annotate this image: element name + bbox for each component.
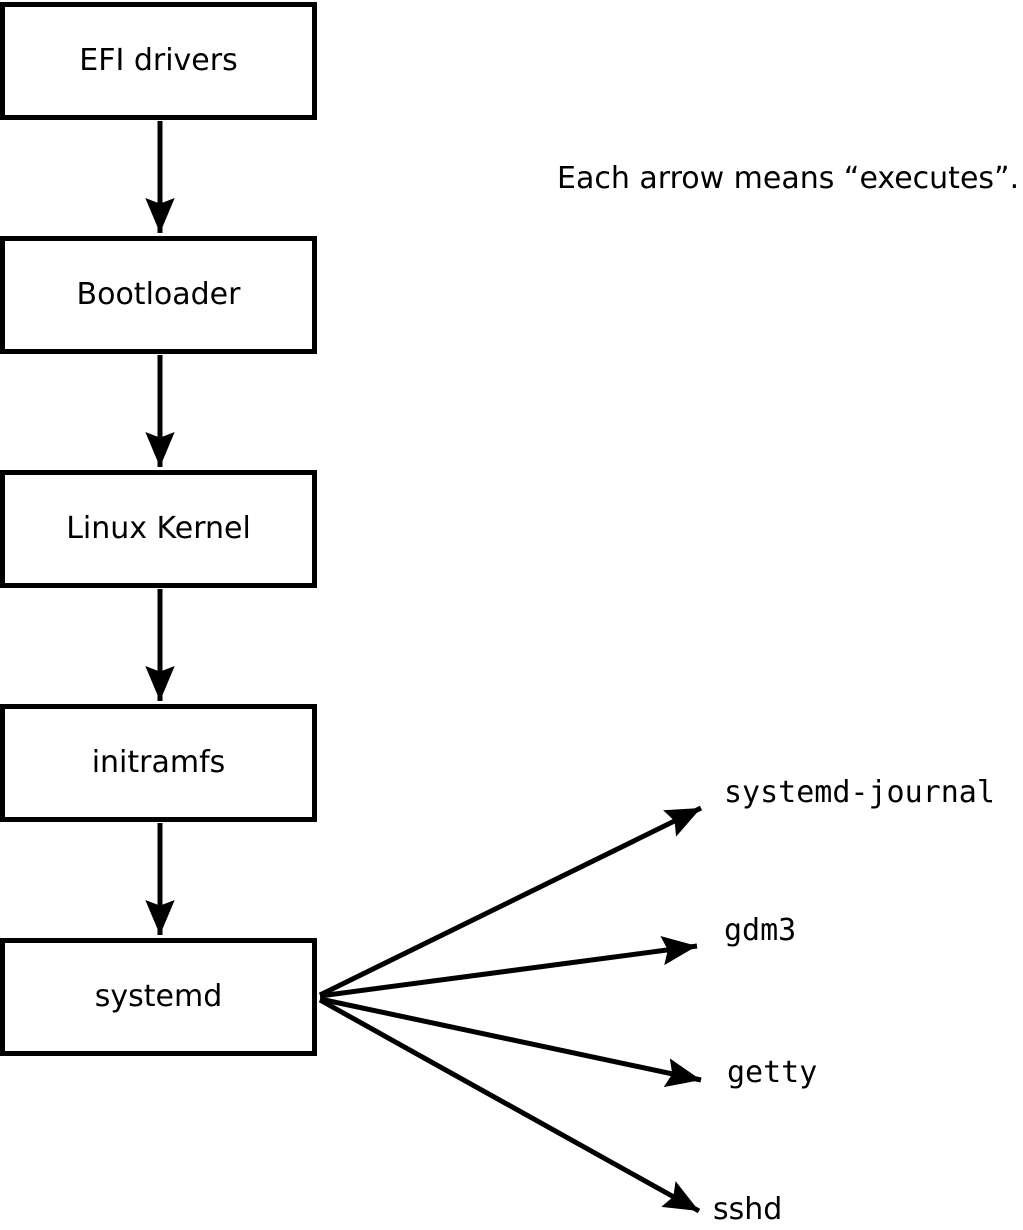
node-efi-drivers-label: EFI drivers <box>79 43 238 78</box>
arrow-systemd-to-gdm3 <box>319 936 698 999</box>
node-efi-drivers: EFI drivers <box>0 2 317 120</box>
target-label-systemd-journal: systemd-journal <box>724 775 995 810</box>
target-label-gdm3: gdm3 <box>724 913 797 948</box>
node-systemd-label: systemd <box>94 979 223 1014</box>
arrow-systemd-to-journal <box>318 805 703 998</box>
node-linux-kernel: Linux Kernel <box>0 470 317 588</box>
target-label-sshd: sshd <box>713 1192 783 1227</box>
node-initramfs-label: initramfs <box>91 745 226 780</box>
arrow-systemd-to-getty <box>319 996 702 1088</box>
node-linux-kernel-label: Linux Kernel <box>66 511 251 546</box>
arrow-systemd-to-sshd <box>318 997 701 1214</box>
node-systemd: systemd <box>0 938 317 1056</box>
diagram-caption: Each arrow means “executes”. <box>557 161 1020 196</box>
node-bootloader: Bootloader <box>0 236 317 354</box>
node-initramfs: initramfs <box>0 704 317 822</box>
node-bootloader-label: Bootloader <box>76 277 241 312</box>
target-label-getty: getty <box>727 1055 818 1090</box>
